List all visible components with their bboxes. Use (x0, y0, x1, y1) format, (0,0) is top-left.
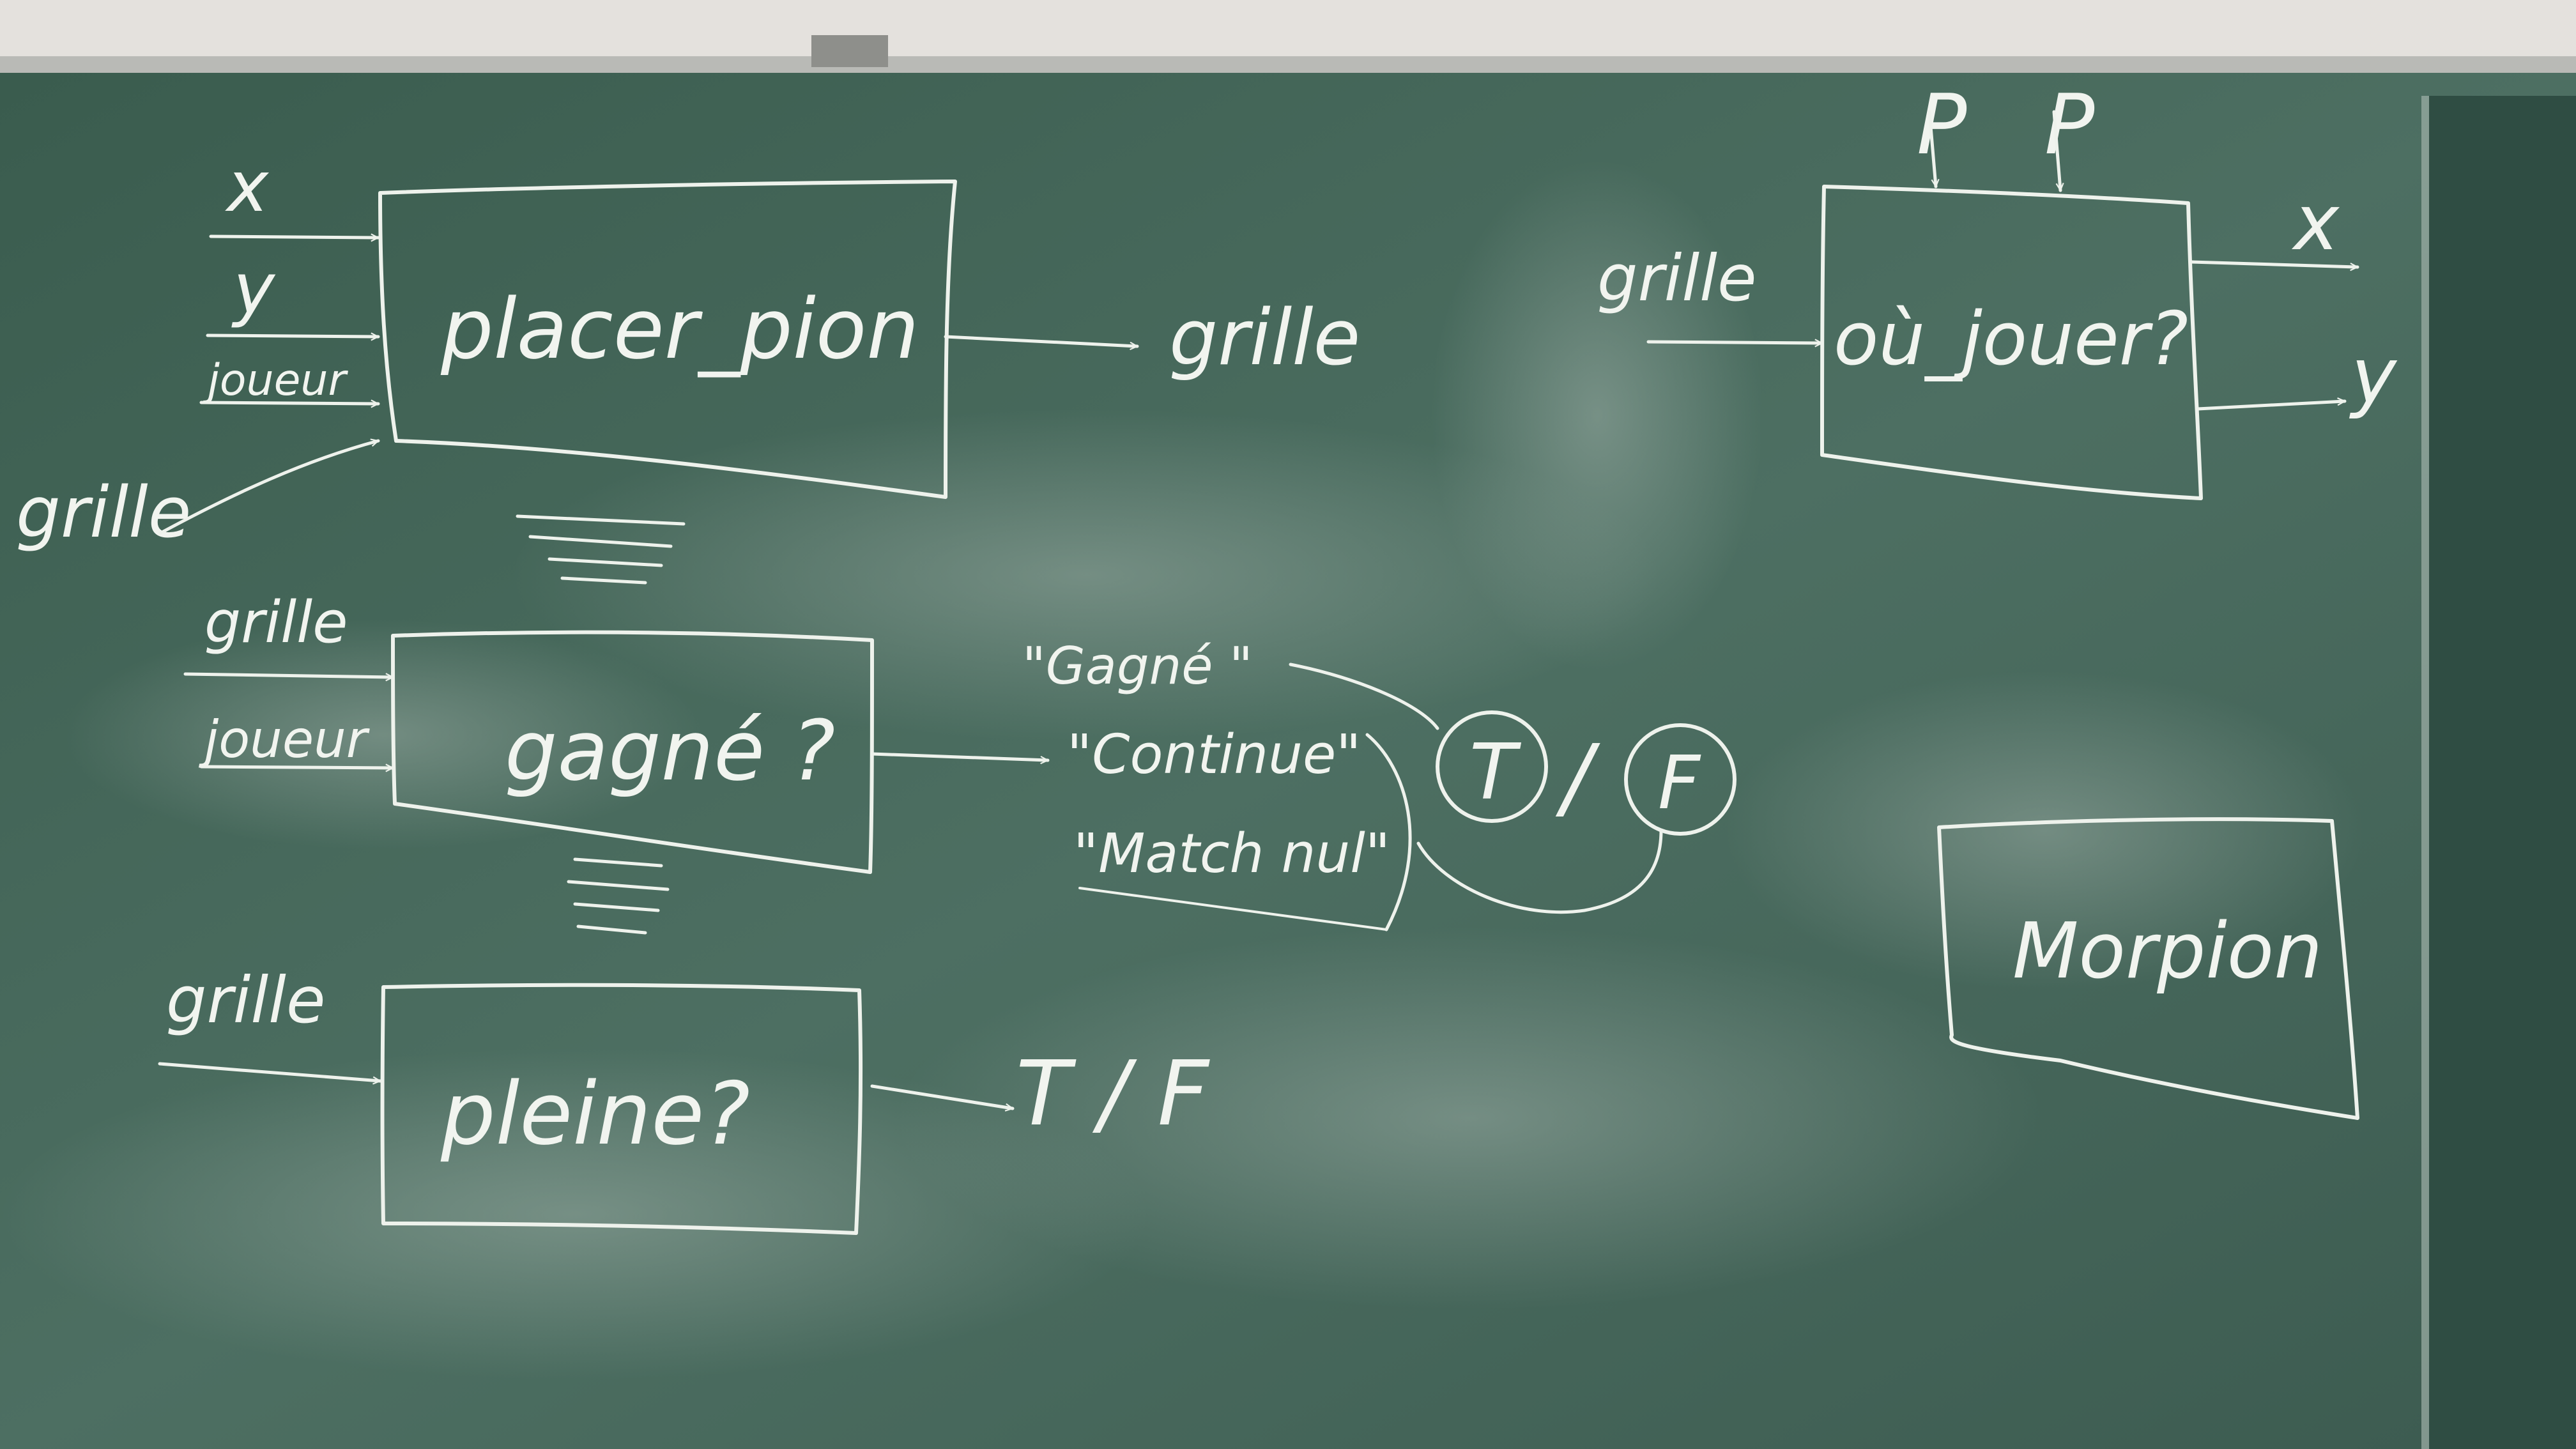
ou-jouer-input-grille: grille (1597, 241, 1756, 316)
placer-pion-input-x: x (225, 146, 270, 227)
gagne-title: gagné ? (505, 702, 835, 799)
ou-jouer-top-input-2: P (2044, 76, 2095, 173)
chalk-tray (0, 56, 2576, 73)
placer-pion-input-grille: grille (16, 471, 191, 553)
gagne-result-gagne: "Gagné " (1022, 636, 1253, 696)
placer-pion-title: placer_pion (440, 280, 919, 378)
gagne-choice-true: T (1469, 728, 1522, 817)
gagne-result-match-nul: "Match nul" (1073, 822, 1390, 885)
placer-pion-output-grille: grille (1169, 294, 1360, 383)
morpion-block: Morpion (1937, 817, 2359, 1120)
gagne-choice-false: F (1658, 740, 1701, 826)
pleine-output-tf: T / F (1016, 1042, 1211, 1146)
placer-pion-input-joueur: joueur (203, 355, 349, 406)
gagne-result-continue: "Continue" (1067, 723, 1361, 786)
ou-jouer-output-y: y (2349, 332, 2398, 421)
morpion-title: Morpion (2012, 907, 2322, 996)
pleine-input-grille: grille (166, 963, 325, 1038)
board-clip (811, 35, 888, 67)
ou-jouer-title: où_jouer? (1834, 296, 2188, 382)
gagne-input-grille: grille (204, 589, 348, 656)
pleine-title: pleine? (440, 1064, 750, 1164)
gagne-input-joueur: joueur (198, 710, 371, 769)
placer-pion-block: placer_pion x y joueur grille grille (16, 146, 1360, 585)
placer-pion-input-y: y (231, 248, 276, 330)
ou-jouer-block: où_jouer? P P grille x y (1597, 76, 2398, 500)
pleine-block: pleine? grille T / F (158, 963, 1211, 1235)
ou-jouer-top-input-1: P (1917, 76, 1967, 173)
wall (0, 0, 2576, 61)
eraser-smudges (0, 160, 2364, 1380)
ou-jouer-output-x: x (2291, 179, 2340, 268)
board-right-panel (2429, 96, 2576, 1449)
board-edge (2421, 96, 2429, 1449)
